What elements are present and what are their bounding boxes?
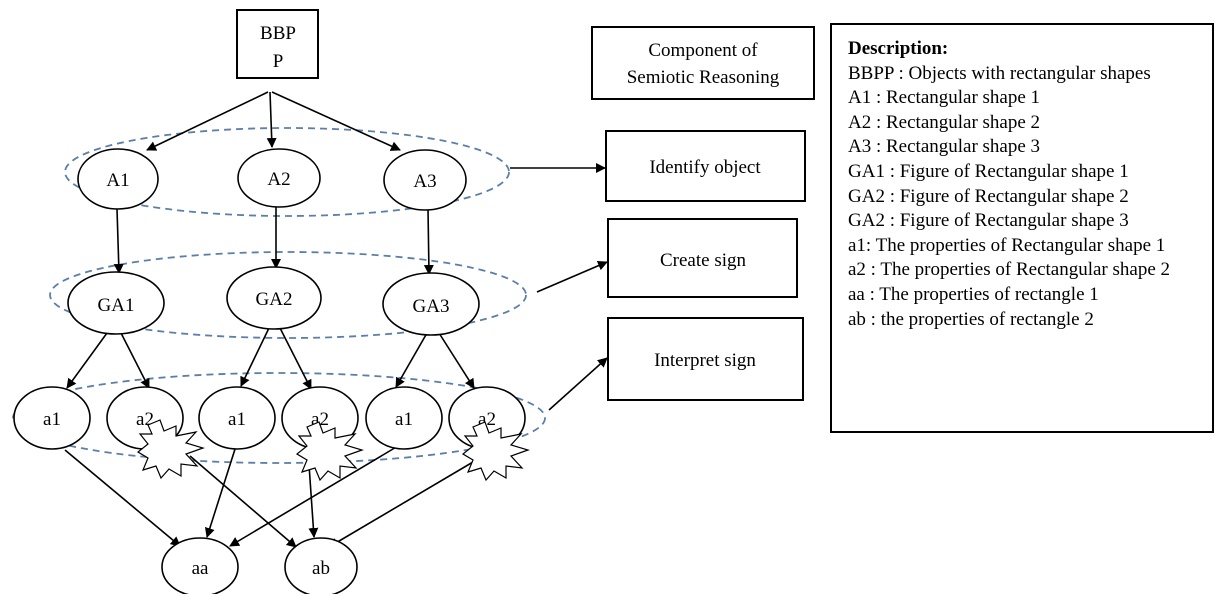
node-A1-label: A1 — [106, 170, 129, 191]
identify-object-box — [605, 130, 806, 202]
layer-ring-identify — [64, 127, 510, 217]
root-label-line2: P — [273, 51, 284, 72]
edge-ring-interpret — [548, 357, 608, 411]
edge-a1-aa-left — [64, 449, 181, 547]
description-line: BBPP : Objects with rectangular shapes — [848, 62, 1151, 84]
edge-a1-aa-right — [229, 445, 399, 547]
node-GA2 — [226, 266, 322, 330]
component-title-line2: Semiotic Reasoning — [627, 67, 780, 88]
description-box: Description: BBPP : Objects with rectang… — [830, 23, 1214, 433]
interpret-sign-label: Interpret sign — [654, 350, 756, 371]
edge-GA2-a2 — [279, 327, 312, 390]
layer-ring-interpret — [12, 372, 546, 464]
component-title-line1: Component of — [648, 40, 758, 61]
interpret-sign-box — [607, 317, 804, 401]
create-sign-label: Create sign — [660, 250, 747, 271]
description-line: ab : the properties of rectangle 2 — [848, 308, 1094, 330]
node-aa-label: aa — [192, 558, 209, 579]
description-line: aa : The properties of rectangle 1 — [848, 283, 1099, 305]
node-A3 — [383, 149, 467, 211]
edge-root-A3 — [271, 91, 401, 151]
starburst-icon-left — [136, 419, 205, 480]
node-ab — [284, 537, 358, 594]
node-a1-right-label: a1 — [395, 409, 413, 430]
description-title: Description: — [848, 38, 949, 59]
description-line: a1: The properties of Rectangular shape … — [848, 234, 1166, 256]
node-a1-mid — [198, 386, 276, 450]
edge-a1-aa-mid — [204, 445, 237, 538]
node-a1-mid-label: a1 — [228, 409, 246, 430]
edge-root-A2 — [266, 91, 277, 148]
node-ab-label: ab — [312, 558, 330, 579]
node-GA1 — [67, 271, 165, 335]
description-line: GA2 : Figure of Rectangular shape 2 — [848, 185, 1129, 207]
node-A1 — [77, 148, 159, 210]
root-label-line1: BBP — [260, 23, 296, 44]
edge-ring-create — [536, 260, 608, 293]
edge-GA1-a2 — [120, 332, 150, 389]
node-A2-label: A2 — [267, 169, 290, 190]
edge-a2-ab-right — [328, 448, 496, 548]
description-line: A2 : Rectangular shape 2 — [848, 111, 1041, 133]
edge-a2-ab-left — [189, 455, 297, 548]
edge-GA3-a2 — [438, 332, 475, 389]
description-line: GA2 : Figure of Rectangular shape 3 — [848, 210, 1129, 232]
component-title-box — [591, 26, 815, 100]
edge-GA1-a1 — [66, 332, 108, 389]
edge-GA2-a1 — [240, 327, 270, 387]
node-a1-right — [365, 386, 443, 450]
node-GA3-label: GA3 — [413, 296, 450, 317]
description-line: A1 : Rectangular shape 1 — [848, 87, 1041, 109]
edge-GA3-a1 — [395, 332, 428, 388]
node-a1-left-label: a1 — [43, 409, 61, 430]
edge-A1-GA1 — [113, 208, 124, 274]
create-sign-box — [607, 218, 798, 298]
layer-ring-create — [49, 251, 527, 339]
edge-root-A1 — [146, 91, 269, 151]
node-a1-left — [13, 386, 91, 450]
edge-A3-GA3 — [423, 208, 434, 275]
node-GA3 — [382, 272, 480, 336]
node-GA2-label: GA2 — [256, 289, 293, 310]
description-line: GA1 : Figure of Rectangular shape 1 — [848, 160, 1129, 182]
root-node-box — [236, 9, 319, 79]
node-A3-label: A3 — [413, 171, 436, 192]
identify-object-label: Identify object — [649, 157, 761, 178]
node-A2 — [237, 148, 321, 208]
starburst-icon-right — [461, 421, 530, 482]
node-GA1-label: GA1 — [98, 295, 135, 316]
starburst-icon-mid — [295, 421, 364, 482]
node-aa — [161, 537, 239, 594]
description-line: A3 : Rectangular shape 3 — [848, 136, 1041, 158]
description-line: a2 : The properties of Rectangular shape… — [848, 259, 1171, 281]
